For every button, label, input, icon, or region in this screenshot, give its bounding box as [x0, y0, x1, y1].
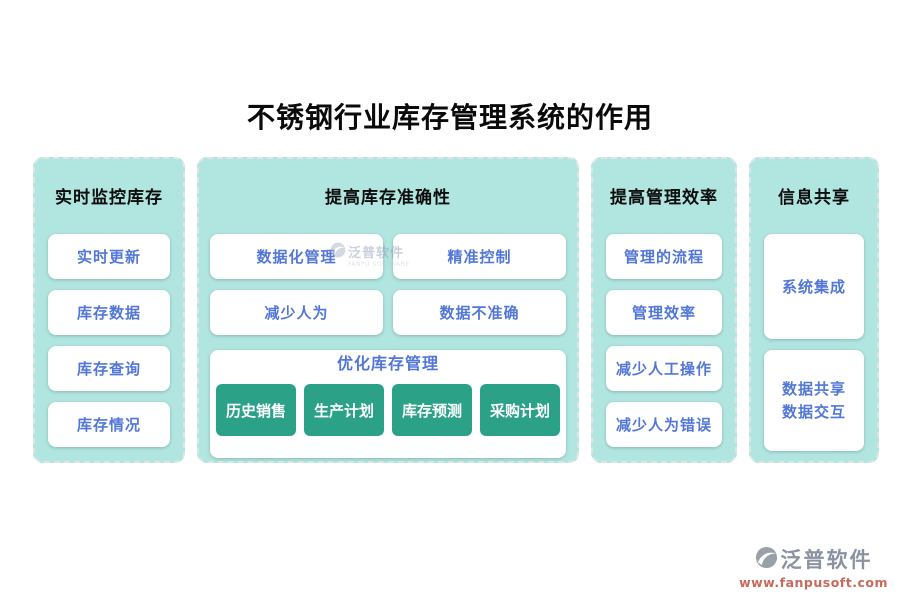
fanpu-logo-icon	[330, 242, 346, 262]
diagram-node-green: 采购计划	[480, 384, 560, 436]
diagram-node: 数据化管理	[210, 234, 383, 279]
card-column: 系统集成 数据共享 数据交互	[764, 234, 864, 451]
diagram-node: 精准控制	[393, 234, 566, 279]
brand-name: 泛普软件	[780, 548, 873, 572]
panel-header: 实时监控库存	[55, 188, 163, 208]
brand-url: www.fanpusoft.com	[739, 575, 888, 590]
panel-management-efficiency: 提高管理效率 管理的流程 管理效率 减少人工操作 减少人为错误	[591, 157, 737, 463]
diagram-node: 减少人工操作	[606, 346, 722, 391]
diagram-node: 库存查询	[48, 346, 170, 391]
center-watermark: 泛普软件 FANPU SOFTWARE	[330, 242, 410, 268]
subpanel-title: 优化库存管理	[336, 354, 439, 373]
button-row: 历史销售 生产计划 库存预测 采购计划	[210, 384, 566, 436]
diagram-node-green: 历史销售	[216, 384, 296, 436]
diagram-node: 减少人为错误	[606, 402, 722, 447]
panel-header: 提高库存准确性	[325, 188, 451, 208]
card-column: 管理的流程 管理效率 减少人工操作 减少人为错误	[606, 234, 722, 447]
panel-header: 提高管理效率	[610, 188, 718, 208]
footer-watermark: 泛普软件 www.fanpusoft.com	[739, 544, 888, 590]
brand-subtext: FANPU SOFTWARE	[348, 261, 410, 268]
panel-information-sharing: 信息共享 系统集成 数据共享 数据交互	[749, 157, 879, 463]
diagram-node: 管理效率	[606, 290, 722, 335]
brand-row: 泛普软件	[755, 544, 873, 574]
panel-realtime-monitoring: 实时监控库存 实时更新 库存数据 库存查询 库存情况	[33, 157, 185, 463]
diagram-node: 数据不准确	[393, 290, 566, 335]
brand-name: 泛普软件	[348, 246, 405, 261]
panels-row: 实时监控库存 实时更新 库存数据 库存查询 库存情况 提高库存准确性 数据化管理…	[33, 157, 879, 463]
diagram-node: 数据共享 数据交互	[764, 350, 864, 451]
diagram-node-green: 库存预测	[392, 384, 472, 436]
panel-header: 信息共享	[778, 188, 850, 208]
diagram-node: 系统集成	[764, 234, 864, 339]
diagram-node: 库存数据	[48, 290, 170, 335]
fanpu-logo-icon	[755, 546, 778, 573]
diagram-node-green: 生产计划	[304, 384, 384, 436]
card-grid: 数据化管理 精准控制 减少人为 数据不准确	[210, 234, 566, 335]
center-watermark-text: 泛普软件 FANPU SOFTWARE	[348, 242, 410, 268]
panel-inventory-accuracy: 提高库存准确性 数据化管理 精准控制 减少人为 数据不准确 优化库存管理 历史销…	[197, 157, 579, 463]
diagram-node: 管理的流程	[606, 234, 722, 279]
subpanel-optimize-inventory: 优化库存管理 历史销售 生产计划 库存预测 采购计划	[210, 350, 566, 458]
diagram-node: 实时更新	[48, 234, 170, 279]
diagram-node: 库存情况	[48, 402, 170, 447]
diagram-node: 减少人为	[210, 290, 383, 335]
page-title: 不锈钢行业库存管理系统的作用	[246, 101, 653, 134]
card-column: 实时更新 库存数据 库存查询 库存情况	[48, 234, 170, 447]
